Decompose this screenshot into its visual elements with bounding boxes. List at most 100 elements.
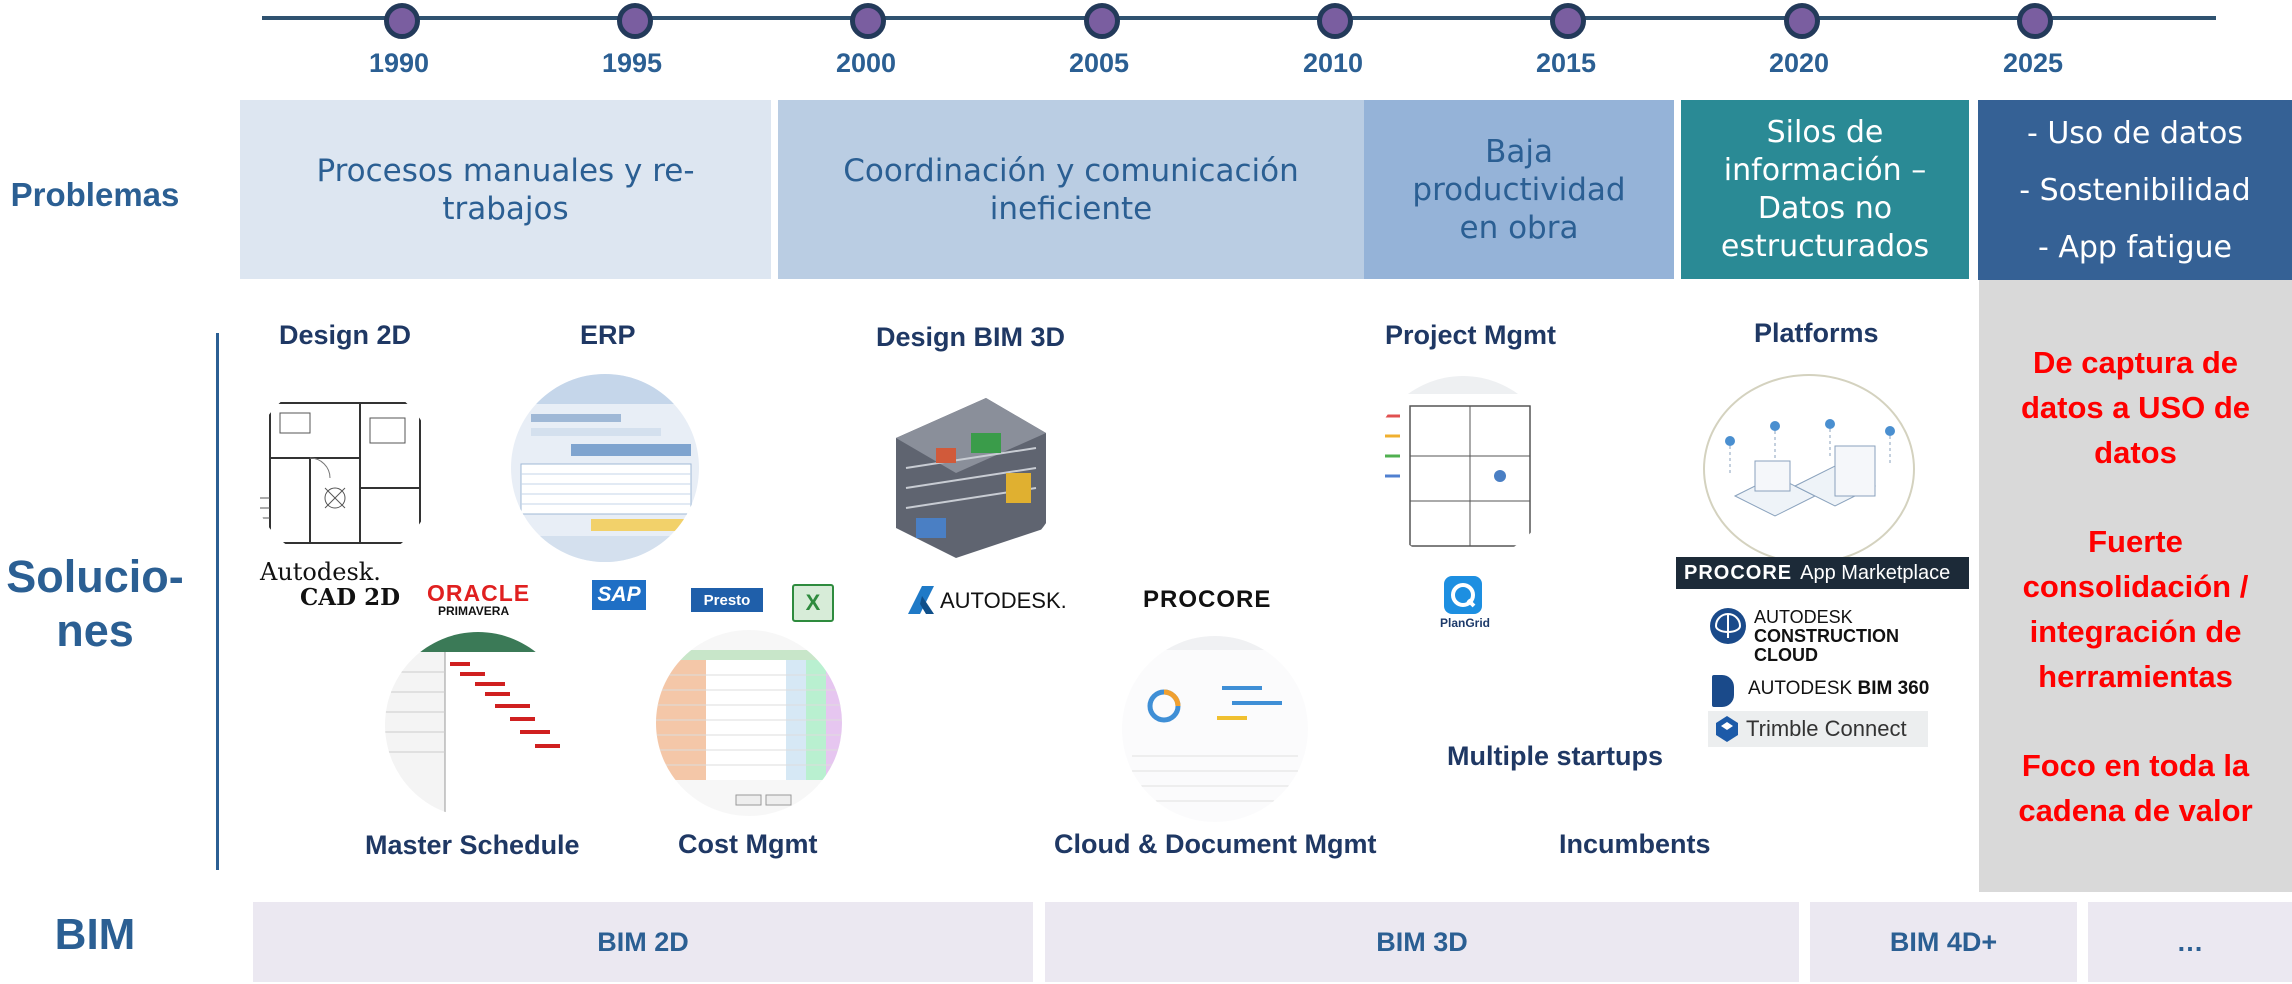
solution-project-mgmt: Project Mgmt xyxy=(1385,320,1557,350)
outcome-text: datos xyxy=(2094,435,2177,470)
solution-erp: ERP xyxy=(580,320,636,350)
bim-phase-3d: BIM 3D xyxy=(1045,902,1799,982)
outcome-text: De captura de xyxy=(2032,345,2238,380)
timeline-marker xyxy=(2017,3,2053,39)
timeline-marker xyxy=(1084,3,1120,39)
solution-multiple-startups: Multiple startups xyxy=(1447,741,1664,771)
timeline-marker xyxy=(1784,3,1820,39)
trimble-icon xyxy=(1716,716,1738,742)
problem-text: - Uso de datos xyxy=(2026,115,2244,151)
solution-master-schedule: Master Schedule xyxy=(365,830,580,860)
problem-text: productividad xyxy=(1412,171,1626,208)
sap-logo: SAP xyxy=(592,580,646,610)
timeline-year: 2010 xyxy=(1302,48,1364,78)
problem-box-future: - Uso de datos- Sostenibilidad- App fati… xyxy=(1978,100,2292,280)
procore-logo: PROCORE xyxy=(1143,586,1272,613)
bim-phase-future: … xyxy=(2088,902,2292,982)
platforms-diagram-image xyxy=(1703,374,1915,564)
autodesk-construction-cloud-icon xyxy=(1710,608,1746,644)
bim360-logo: AUTODESK BIM 360 xyxy=(1748,678,1929,700)
row-label-solutions-line2: nes xyxy=(56,605,134,656)
bim360-product: BIM 360 xyxy=(1857,678,1930,699)
outcome-text: integración de xyxy=(2029,614,2242,649)
problem-text: información – xyxy=(1723,152,1927,188)
master-schedule-gantt-image xyxy=(385,632,571,818)
solution-cost-mgmt: Cost Mgmt xyxy=(678,829,818,859)
acc-line: AUTODESK xyxy=(1754,607,1853,627)
problem-text: trabajos xyxy=(442,190,569,227)
autodesk-construction-cloud-logo: AUTODESK CONSTRUCTION CLOUD xyxy=(1754,608,1899,665)
problem-text: Procesos manuales y re- xyxy=(316,152,695,189)
bim360-brand: AUTODESK xyxy=(1748,678,1853,699)
outcome-data-use: De captura de datos a USO de datos xyxy=(1979,340,2292,475)
primavera-logo: PRIMAVERA xyxy=(438,604,510,618)
autodesk-logo: AUTODESK. xyxy=(940,588,1067,613)
solution-platforms: Platforms xyxy=(1754,318,1879,348)
problem-text: ineficiente xyxy=(989,190,1153,227)
trimble-connect-logo: Trimble Connect xyxy=(1746,716,1907,741)
outcome-text: Foco en toda la xyxy=(2021,748,2250,783)
problem-text: estructurados xyxy=(1720,228,1930,264)
timeline-marker xyxy=(850,3,886,39)
timeline-marker xyxy=(1317,3,1353,39)
outcome-value-chain: Foco en toda la cadena de valor xyxy=(1979,743,2292,833)
timeline-marker xyxy=(384,3,420,39)
bim360-icon xyxy=(1712,675,1734,707)
procore-marketplace-badge: PROCORE App Marketplace xyxy=(1676,557,1969,589)
solution-incumbents: Incumbents xyxy=(1559,829,1711,859)
timeline-year: 2015 xyxy=(1535,48,1597,78)
cost-mgmt-spreadsheet-image xyxy=(656,630,842,816)
timeline-marker xyxy=(617,3,653,39)
row-label-bim: BIM xyxy=(54,910,136,959)
solution-cloud-document-mgmt: Cloud & Document Mgmt xyxy=(1054,829,1377,859)
procore-marketplace-brand: PROCORE xyxy=(1684,561,1793,584)
trimble-connect-badge: Trimble Connect xyxy=(1708,711,1928,747)
timeline-year: 2005 xyxy=(1068,48,1130,78)
timeline-year: 2000 xyxy=(835,48,897,78)
presto-logo: Presto xyxy=(691,588,763,612)
timeline-marker xyxy=(1550,3,1586,39)
cad-floorplan-image xyxy=(250,378,436,564)
procore-marketplace-text: App Marketplace xyxy=(1800,561,1951,584)
timeline-line xyxy=(262,16,2216,20)
problem-text: Coordinación y comunicación xyxy=(843,152,1299,189)
plangrid-icon xyxy=(1444,576,1482,614)
row-label-solutions: Solucio- nes xyxy=(0,550,190,658)
erp-screenshot-image xyxy=(511,374,699,562)
timeline-year: 2025 xyxy=(2002,48,2064,78)
outcome-consolidation: Fuerte consolidación / integración de he… xyxy=(1979,519,2292,699)
solution-design-2d: Design 2D xyxy=(279,320,412,350)
problem-text: Baja xyxy=(1485,133,1553,170)
autodesk-legacy-logo: Autodesk. xyxy=(260,558,381,586)
bim-phase-2d: BIM 2D xyxy=(253,902,1033,982)
bim-3d-building-image xyxy=(876,378,1062,564)
outcome-text: Fuerte xyxy=(2088,524,2183,559)
row-label-problems: Problemas xyxy=(10,176,180,213)
cloud-document-dashboard-image xyxy=(1122,636,1308,822)
timeline-year: 1995 xyxy=(601,48,663,78)
row-label-solutions-line1: Solucio- xyxy=(6,551,184,602)
cad-2d-logo: CAD 2D xyxy=(300,584,401,611)
bim-phase-4d: BIM 4D+ xyxy=(1810,902,2077,982)
problem-text: en obra xyxy=(1459,209,1579,246)
problem-text: Silos de xyxy=(1766,114,1884,150)
outcome-panel xyxy=(1979,280,2292,892)
outcome-text: herramientas xyxy=(2038,659,2233,694)
timeline-year: 2020 xyxy=(1768,48,1830,78)
excel-icon: X xyxy=(792,584,834,622)
autodesk-logo-mark xyxy=(908,586,934,619)
acc-line: CONSTRUCTION xyxy=(1754,626,1899,646)
problem-text: Datos no xyxy=(1757,190,1893,226)
acc-line: CLOUD xyxy=(1754,645,1818,665)
plangrid-logo: PlanGrid xyxy=(1440,616,1491,630)
project-mgmt-drawing-image xyxy=(1370,376,1556,562)
outcome-text: consolidación / xyxy=(2022,569,2249,604)
oracle-logo: ORACLE xyxy=(427,580,531,606)
solutions-divider xyxy=(216,333,219,870)
outcome-text: datos a USO de xyxy=(2020,390,2251,425)
timeline-year: 1990 xyxy=(368,48,430,78)
problem-text: - App fatigue xyxy=(2037,229,2233,265)
